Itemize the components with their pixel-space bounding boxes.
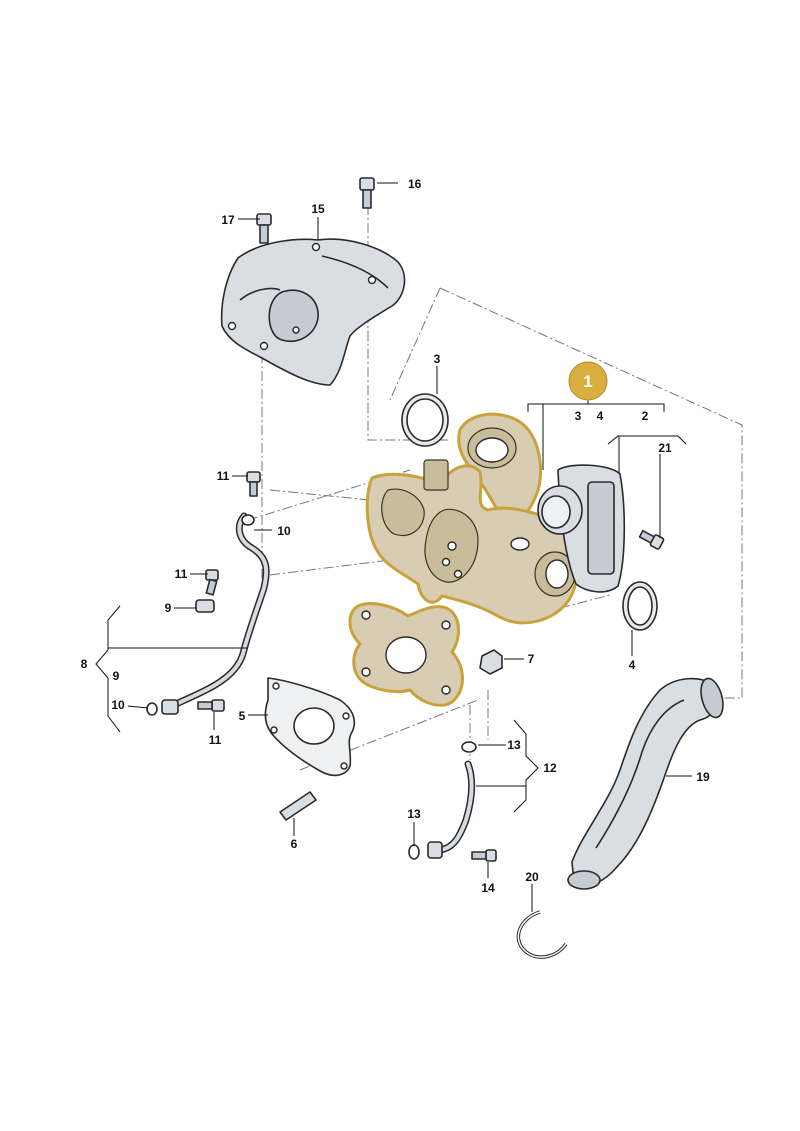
heat-shield-part bbox=[220, 238, 406, 386]
spring-clip bbox=[516, 910, 568, 959]
label-3: 3 bbox=[434, 352, 441, 366]
label-4: 4 bbox=[629, 658, 636, 672]
oil-supply-pipe bbox=[146, 512, 270, 716]
flange-gasket bbox=[264, 677, 356, 777]
callout-sub-label-3: 3 bbox=[575, 409, 582, 423]
seal-ring-3 bbox=[401, 393, 449, 447]
stud-bolt bbox=[279, 791, 317, 821]
callout-badge-1: 1 bbox=[568, 361, 608, 401]
label-7: 7 bbox=[528, 652, 535, 666]
bolt-17 bbox=[256, 213, 272, 244]
part-labels: 3 4 2 21 16 17 15 3 4 11 10 11 9 8 9 10 … bbox=[81, 177, 710, 895]
bolt-11-mid bbox=[205, 569, 219, 596]
label-6: 6 bbox=[291, 837, 298, 851]
label-13-top: 13 bbox=[507, 738, 521, 752]
label-9-top: 9 bbox=[165, 601, 172, 615]
callout-sub-label-4: 4 bbox=[597, 409, 604, 423]
label-12: 12 bbox=[543, 761, 557, 775]
label-17: 17 bbox=[221, 213, 235, 227]
label-11-bottom: 11 bbox=[209, 733, 222, 747]
label-19: 19 bbox=[696, 770, 710, 784]
callout-badge-number: 1 bbox=[583, 372, 592, 391]
callout-sub-label-2: 2 bbox=[642, 409, 649, 423]
bolt-21 bbox=[638, 529, 665, 550]
label-13-bottom: 13 bbox=[407, 807, 421, 821]
bolt-11-bottom bbox=[197, 699, 225, 712]
label-9-bottom: 9 bbox=[113, 669, 120, 683]
leader-lines bbox=[95, 182, 692, 912]
oil-return-pipe bbox=[408, 741, 497, 862]
label-21: 21 bbox=[658, 441, 672, 455]
label-14: 14 bbox=[481, 881, 495, 895]
label-20: 20 bbox=[525, 870, 539, 884]
seal-ring-4 bbox=[622, 581, 658, 631]
label-10-bottom: 10 bbox=[111, 698, 125, 712]
bolt-11-top bbox=[246, 471, 261, 497]
charge-air-hose bbox=[567, 677, 724, 890]
bolt-16 bbox=[359, 177, 375, 209]
label-11-top: 11 bbox=[217, 469, 230, 483]
label-5: 5 bbox=[239, 709, 246, 723]
turbocharger-assembly bbox=[348, 412, 626, 707]
screw-plug bbox=[479, 649, 503, 675]
label-15: 15 bbox=[311, 202, 325, 216]
label-16: 16 bbox=[408, 177, 422, 191]
label-10-top: 10 bbox=[277, 524, 291, 538]
label-8: 8 bbox=[81, 657, 88, 671]
label-11-mid: 11 bbox=[175, 567, 188, 581]
